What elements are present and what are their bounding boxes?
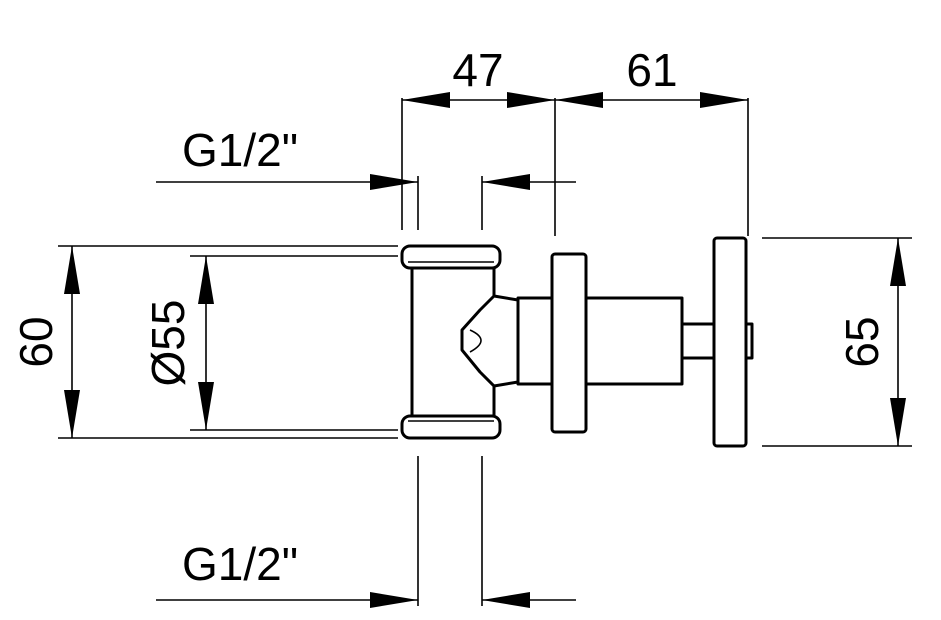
- extension-lines: [58, 98, 912, 606]
- dimension-height-65: 65: [836, 238, 906, 446]
- dim-label-65: 65: [836, 316, 888, 367]
- dim-label-47: 47: [452, 44, 503, 96]
- cross-handle: [712, 236, 748, 448]
- thread-label-bottom: G1/2": [182, 538, 298, 590]
- dimension-thread-bottom: G1/2": [156, 538, 576, 608]
- bonnet: [516, 296, 558, 386]
- bottom-nut: [400, 414, 502, 440]
- valve-body: [400, 236, 754, 448]
- thread-label-top: G1/2": [182, 124, 298, 176]
- dim-label-60: 60: [10, 316, 62, 367]
- flange-plate: [550, 252, 588, 434]
- spindle-housing: [584, 296, 684, 386]
- handle-cap: [744, 322, 754, 360]
- top-nut: [400, 244, 502, 270]
- dimension-width-61: 61: [555, 44, 748, 108]
- dim-label-61: 61: [626, 44, 677, 96]
- dimension-thread-top: G1/2": [156, 124, 576, 190]
- dimension-width-47: 47: [402, 44, 555, 108]
- dimension-height-60: 60: [10, 246, 80, 438]
- dimension-diameter-55: Ø55: [142, 256, 214, 430]
- dim-label-diameter-55: Ø55: [142, 300, 194, 387]
